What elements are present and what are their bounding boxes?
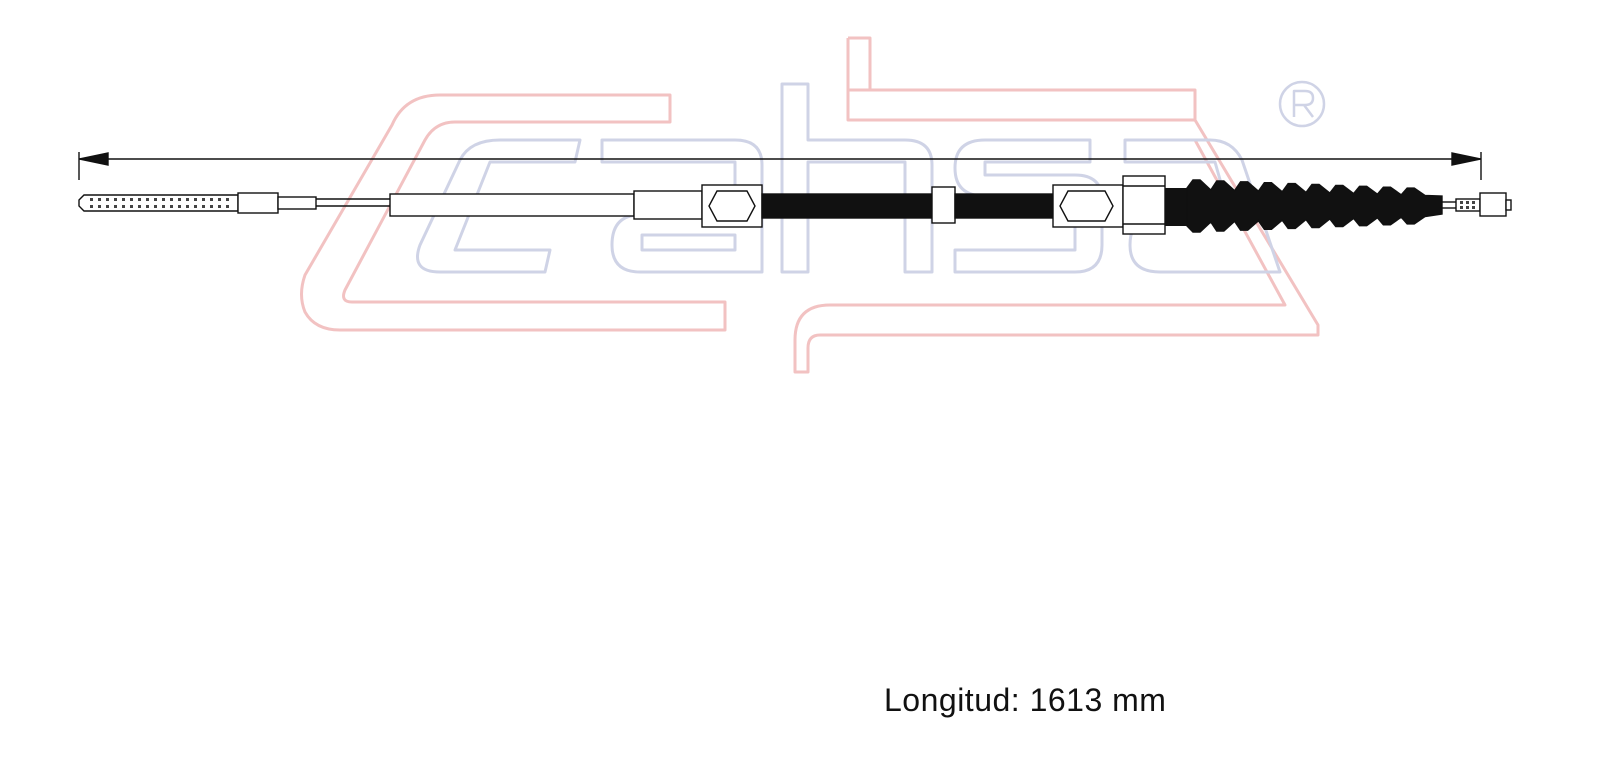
length-unit: mm <box>1112 682 1167 718</box>
thread-texture-dot <box>218 198 221 201</box>
thread-texture-dot <box>218 205 221 208</box>
rubber-boot <box>1165 179 1443 233</box>
end-nut <box>1479 192 1507 217</box>
length-caption-text: Longitud: 1613 mm <box>884 682 1166 719</box>
thread-texture-dot <box>178 205 181 208</box>
thread-texture-dot <box>162 205 165 208</box>
clamp-ring <box>931 186 956 224</box>
inner-wire <box>316 198 390 207</box>
thread-texture-dot <box>186 198 189 201</box>
hex-fitting-left <box>701 184 763 228</box>
length-value: 1613 <box>1029 682 1103 718</box>
thread-texture-dot <box>226 205 229 208</box>
thread-texture-dot <box>1460 201 1463 204</box>
thread-texture-dot <box>122 198 125 201</box>
thread-texture-dot <box>90 205 93 208</box>
end-wire <box>1442 201 1456 209</box>
thread-texture-dot <box>1466 201 1469 204</box>
thread-texture-dot <box>194 198 197 201</box>
dimension-line <box>78 152 1482 180</box>
thread-texture-dot <box>162 198 165 201</box>
thread-texture-dot <box>106 198 109 201</box>
thread-texture-dot <box>170 198 173 201</box>
thread-texture-dot <box>1472 201 1475 204</box>
sleeve-step <box>633 190 703 220</box>
thread-texture-dot <box>138 198 141 201</box>
thread-texture-dot <box>114 198 117 201</box>
ferrule-collar <box>277 196 317 210</box>
outer-sleeve <box>389 193 635 217</box>
length-caption: Longitud: 1613 mm <box>0 682 1600 732</box>
thread-texture-dot <box>122 205 125 208</box>
thread-texture-dot <box>1460 206 1463 209</box>
conduit-segment-2 <box>954 193 1054 219</box>
thread-texture-dot <box>154 198 157 201</box>
thread-texture-dot <box>154 205 157 208</box>
dimension-arrow-right-icon <box>1451 152 1482 166</box>
thread-texture-dot <box>98 198 101 201</box>
registered-mark-icon <box>1278 80 1326 128</box>
thread-texture-dot <box>210 205 213 208</box>
threaded-end-left <box>78 194 239 212</box>
thread-texture-dot <box>98 205 101 208</box>
threaded-end-right <box>1455 192 1512 217</box>
thread-texture-dot <box>138 205 141 208</box>
length-label: Longitud: <box>884 682 1021 718</box>
end-pin <box>1505 199 1512 211</box>
thread-texture-dot <box>90 198 93 201</box>
thread-texture-dot <box>210 198 213 201</box>
thread-texture-dot <box>186 205 189 208</box>
conduit-segment-1 <box>761 193 933 219</box>
hex-fitting-right <box>1052 184 1124 228</box>
thread-texture-dot <box>170 205 173 208</box>
thread-texture-dot <box>178 198 181 201</box>
thread-texture-dot <box>130 205 133 208</box>
thread-texture-dot <box>130 198 133 201</box>
thread-texture-dot <box>226 198 229 201</box>
thread-texture-dot <box>146 205 149 208</box>
thread-texture-dot <box>202 205 205 208</box>
thread-texture-dot <box>194 205 197 208</box>
thread-texture-dot <box>1472 206 1475 209</box>
thread-texture-dot <box>106 205 109 208</box>
cable-assembly <box>78 175 1512 235</box>
dimension-arrow-left-icon <box>78 152 109 166</box>
thread-texture-dot <box>202 198 205 201</box>
thread-texture-dot <box>1466 206 1469 209</box>
thread-texture-dot <box>114 205 117 208</box>
ferrule <box>237 192 279 214</box>
adjuster-nut <box>1122 175 1166 235</box>
watermark-frame <box>300 36 1320 374</box>
thread-texture-dot <box>146 198 149 201</box>
